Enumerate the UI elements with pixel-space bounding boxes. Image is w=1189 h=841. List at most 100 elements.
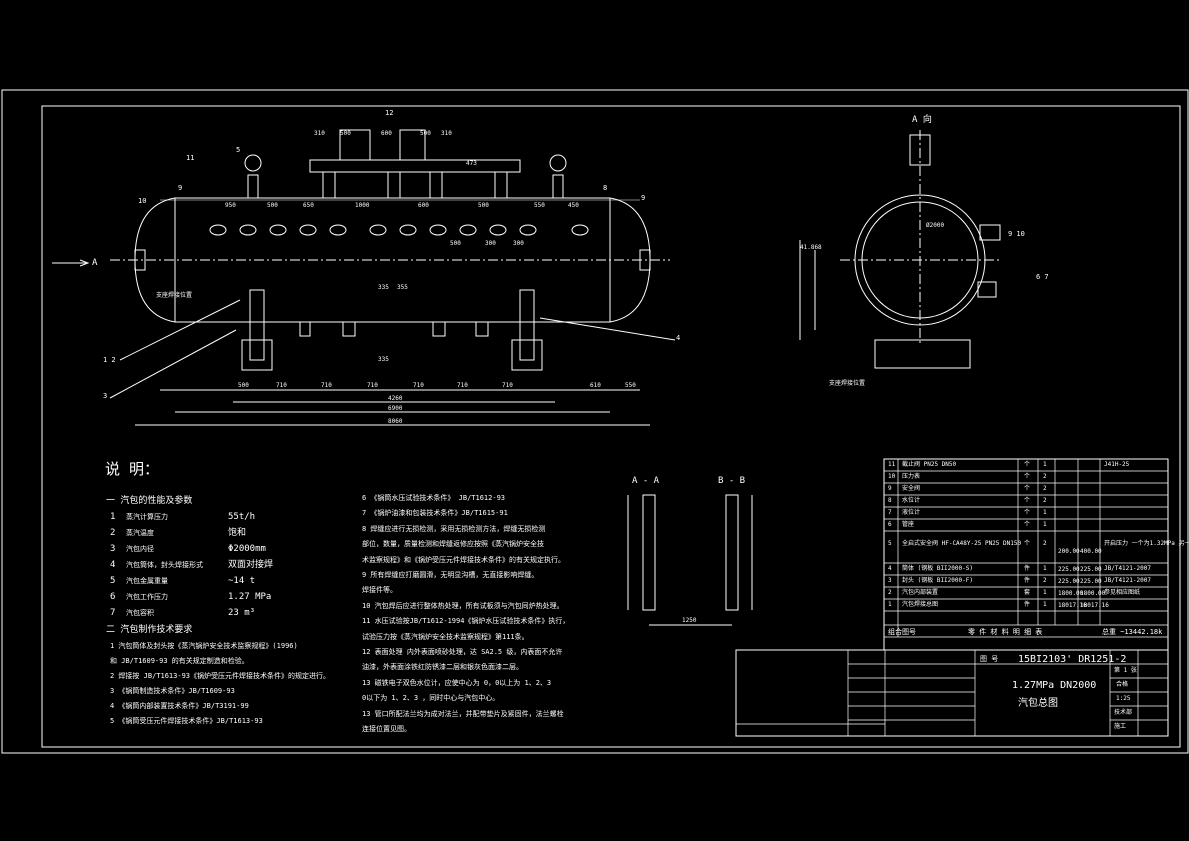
bottom-dim: 710 bbox=[367, 382, 378, 389]
parts-row-number: 11 bbox=[888, 461, 896, 468]
top-dim: 500 bbox=[478, 202, 489, 209]
top-dim: 600 bbox=[418, 202, 429, 209]
scale: 1:25 bbox=[1116, 695, 1131, 702]
parts-row-name: 安全阀 bbox=[902, 485, 921, 492]
mid-dim: 300 bbox=[513, 240, 524, 247]
param-value: Φ2000mm bbox=[228, 544, 266, 554]
top-dim: 310 bbox=[314, 130, 325, 137]
param-number: 5 bbox=[110, 576, 116, 586]
tech-req-line: 13 磁铁电子双色水位计，应使中心为 0，0以上为 1、2、3 bbox=[362, 678, 552, 687]
top-dim-right: 473 bbox=[466, 160, 477, 167]
tech-req-line: 7 《锅炉油漆和包装技术条件》JB/T1615-91 bbox=[362, 509, 508, 518]
param-name: 汽包容积 bbox=[126, 609, 154, 617]
parts-row-unit: 个 bbox=[1024, 461, 1031, 468]
tech-req-line: 试验压力按《蒸汽锅炉安全技术监察规程》第111条。 bbox=[362, 632, 529, 641]
parts-row-qty: 1 bbox=[1043, 565, 1047, 572]
parts-row-number: 7 bbox=[888, 509, 892, 516]
view-arrow-label: A bbox=[92, 258, 98, 268]
parts-weight: 1800.00 bbox=[1058, 590, 1084, 597]
callout-8: 8 bbox=[603, 184, 608, 192]
overall-dim: 6900 bbox=[388, 405, 403, 412]
parts-row-unit: 个 bbox=[1024, 521, 1031, 528]
callout-9b: 9 bbox=[641, 194, 646, 202]
parts-row-unit: 套 bbox=[1024, 589, 1031, 596]
param-number: 2 bbox=[110, 528, 116, 538]
callout-4: 4 bbox=[676, 334, 681, 342]
parts-row-unit: 个 bbox=[1024, 473, 1031, 480]
parts-row-name: 压力表 bbox=[902, 473, 921, 480]
drawing-no-label: 图 号 bbox=[980, 655, 999, 663]
parts-row-number: 3 bbox=[888, 577, 892, 584]
parts-weight: 18017.16 bbox=[1080, 602, 1109, 609]
bottom-dim: 610 bbox=[590, 382, 601, 389]
param-number: 1 bbox=[110, 512, 116, 522]
parts-weight: 200.00 bbox=[1058, 548, 1080, 555]
top-dim: 450 bbox=[568, 202, 579, 209]
top-dim: 310 bbox=[441, 130, 452, 137]
param-value: ~14 t bbox=[228, 576, 256, 586]
parts-row-number: 6 bbox=[888, 521, 892, 528]
drawing-number: 15BI2103' DR1251-2 bbox=[1018, 654, 1127, 665]
parts-row-qty: 1 bbox=[1043, 601, 1047, 608]
tech-req-line: 和 JB/T1609-93 的有关规定制造和检验。 bbox=[110, 657, 249, 665]
callout-10: 10 bbox=[138, 197, 147, 205]
tech-req-line: 焊接件等。 bbox=[362, 586, 397, 595]
support-label: 支座焊接位置 bbox=[156, 292, 193, 299]
callout-9: 9 bbox=[178, 184, 183, 192]
parts-row-qty: 2 bbox=[1043, 577, 1047, 584]
side-support-label: 支座焊接位置 bbox=[829, 380, 866, 387]
bottom-dim: 710 bbox=[321, 382, 332, 389]
tech-req-line: 2 焊接按 JB/T1613-93《锅炉受压元件焊接技术条件》的规定进行。 bbox=[110, 672, 331, 680]
tech-req-line: 部位，数量，质量检测和焊缝返修应按照《蒸汽锅炉安全技 bbox=[362, 540, 544, 549]
title-line-1: 1.27MPa DN2000 bbox=[1012, 680, 1097, 691]
top-dim: 1000 bbox=[355, 202, 370, 209]
tech-req-line: 6 《锅筒水压试验技术条件》 JB/T1612-93 bbox=[362, 494, 506, 502]
param-name: 蒸汽计算压力 bbox=[126, 513, 168, 521]
parts-row-number: 10 bbox=[888, 473, 896, 480]
parts-weight: 225.00 bbox=[1058, 578, 1080, 585]
parts-row-unit: 个 bbox=[1024, 540, 1031, 547]
tech-req-line: 5 《锅筒受压元件焊接技术条件》JB/T1613-93 bbox=[110, 717, 263, 725]
tech-req-line: 0以下为 1、2、3 ，同时中心与汽包中心。 bbox=[362, 694, 500, 703]
callout-12: 12 bbox=[385, 109, 394, 117]
parts-row-unit: 个 bbox=[1024, 497, 1031, 504]
param-value: 1.27 MPa bbox=[228, 592, 272, 602]
parts-weight: 400.00 bbox=[1080, 548, 1102, 555]
param-value: 双面对接焊 bbox=[228, 560, 274, 570]
parts-row-number: 5 bbox=[888, 540, 892, 547]
tech-req-line: 连接位置见图。 bbox=[362, 725, 411, 733]
bottom-dim: 550 bbox=[625, 382, 636, 389]
parts-row-qty: 1 bbox=[1043, 461, 1047, 468]
param-value: 23 m³ bbox=[228, 608, 256, 618]
parts-row-number: 9 bbox=[888, 485, 892, 492]
inner-dim: 335 bbox=[378, 284, 389, 291]
param-number: 6 bbox=[110, 592, 116, 602]
param-number: 7 bbox=[110, 608, 116, 618]
top-dim: 950 bbox=[225, 202, 236, 209]
notes-section-1: 一 汽包的性能及参数 bbox=[106, 496, 193, 506]
parts-row-note: J41H-25 bbox=[1104, 461, 1130, 468]
tech-req-line: 1 汽包筒体及封头按《蒸汽锅炉安全技术监察规程》(1996) bbox=[110, 642, 298, 650]
parts-row-unit: 个 bbox=[1024, 509, 1031, 516]
sheet-no: 第 1 张 bbox=[1114, 667, 1137, 674]
parts-row-note: JB/T4121-2007 bbox=[1104, 565, 1151, 572]
parts-row-unit: 个 bbox=[1024, 485, 1031, 492]
parts-row-qty: 1 bbox=[1043, 521, 1047, 528]
bottom-dim: 710 bbox=[413, 382, 424, 389]
tech-req-line: 油漆，外表面涂铁红防锈漆二层和银灰色面漆二层。 bbox=[362, 663, 523, 672]
tech-req-line: 12 表面处理 内外表面喷砂处理，达 SA2.5 级，内表面不允许 bbox=[362, 648, 563, 656]
bottom-dim: 710 bbox=[457, 382, 468, 389]
inner-dim: 355 bbox=[397, 284, 408, 291]
parts-row-name: 管座 bbox=[902, 521, 915, 528]
parts-row-qty: 2 bbox=[1043, 540, 1047, 547]
parts-row-qty: 2 bbox=[1043, 473, 1047, 480]
parts-row-note: JB/T4121-2007 bbox=[1104, 577, 1151, 584]
tech-req-line: 10 汽包焊后应进行整体热处理，所有试板须与汽包同炉热处理。 bbox=[362, 601, 564, 610]
parts-row-note: 开启压力 一个为1.32MPa 另一个为1.34MPa bbox=[1104, 540, 1189, 547]
parts-row-name: 水位计 bbox=[902, 497, 921, 504]
mid-dim: 300 bbox=[485, 240, 496, 247]
parts-weight: 225.00 bbox=[1080, 578, 1102, 585]
parts-weight: 18017.16 bbox=[1058, 602, 1087, 609]
parts-row-name: 截止阀 PN25 DN50 bbox=[902, 461, 957, 468]
